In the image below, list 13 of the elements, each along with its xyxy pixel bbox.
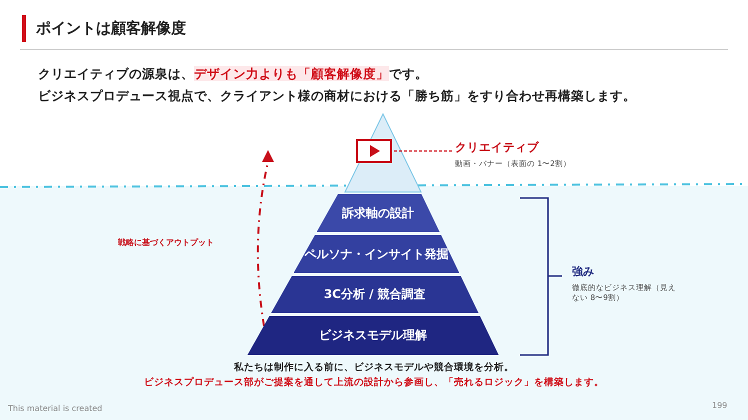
- pyramid-layer: 3C分析 / 競合調査: [271, 276, 479, 313]
- pyramid-layer: ビジネスモデル理解: [247, 316, 499, 355]
- page-number: 199: [712, 401, 728, 410]
- play-button-icon: [356, 139, 392, 163]
- footer-note: This material is created: [8, 404, 102, 413]
- intro-text: ビジネスプロデュース視点で、クライアント様の商材における「勝ち筋」をすり合わせ再構築します。: [38, 88, 636, 103]
- arrow-label: 戦略に基づくアウトプット: [118, 238, 214, 247]
- slide-title: ポイントは顧客解像度: [36, 19, 186, 38]
- callout-heading: 強み: [572, 264, 594, 279]
- summary-text: ビジネスプロデュース部がご提案を通して上流の設計から参画し、「売れるロジック」を構築します。: [144, 377, 604, 388]
- summary-text: 私たちは制作に入る前に、ビジネスモデルや競合環境を分析。: [234, 362, 514, 373]
- callout-heading: クリエイティブ: [455, 140, 539, 155]
- leader-line: [392, 150, 452, 152]
